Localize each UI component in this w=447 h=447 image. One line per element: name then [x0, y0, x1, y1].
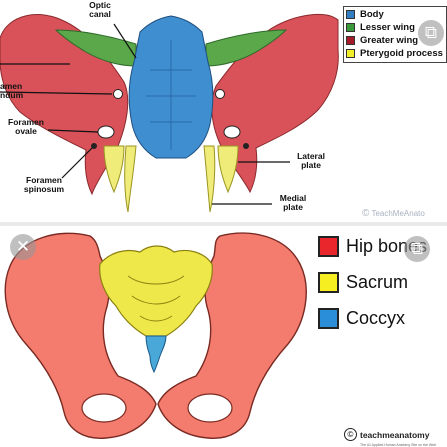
label-foramen-rotundum: amen ndum	[0, 81, 24, 100]
foramen-ovale-right	[223, 125, 241, 139]
pterygoid-right-medial	[203, 145, 216, 213]
coccyx	[145, 335, 167, 374]
pterygoid-left-medial	[124, 145, 137, 213]
legend-swatch-sacrum	[318, 271, 339, 293]
obturator-foramen-right	[187, 393, 233, 423]
label-foramen-ovale: Foramen ovale	[8, 117, 44, 136]
pterygoid-right-lateral	[217, 145, 239, 194]
leader-lines	[0, 23, 290, 205]
foramen-rotundum-left	[113, 89, 123, 99]
sphenoid-bone-illustration	[0, 14, 339, 213]
sphenoid-diagram: Optic canal amen ndum Foramen ovale Fora…	[0, 0, 447, 222]
label-medial-plate: Medial plate	[279, 193, 307, 212]
watermark-teachmeanatomy: © TeachMeAnato	[362, 208, 425, 219]
foramen-spinosum-right	[243, 143, 249, 149]
pelvis-illustration	[4, 232, 307, 439]
copyright-icon: ©	[344, 428, 357, 442]
legend-swatch-greater-wing	[346, 36, 355, 45]
legend-item-pterygoid: Pterygoid process	[346, 47, 446, 60]
foramen-rotundum-right	[215, 89, 225, 99]
sacrum	[99, 245, 213, 337]
lesser-wing-right	[205, 29, 288, 67]
legend-item-sacrum: Sacrum	[318, 264, 427, 300]
copyright-icon: ©	[362, 208, 370, 219]
obturator-foramen-left	[81, 393, 127, 423]
foramen-spinosum-left	[91, 143, 97, 149]
label-lateral-plate: Lateral plate	[297, 151, 325, 170]
share-button-bottom[interactable]: ⧉	[404, 236, 430, 262]
foramen-ovale-left	[97, 125, 115, 139]
pelvis-legend: Hip bones Sacrum Coccyx	[318, 228, 427, 336]
legend-swatch-pterygoid	[346, 49, 355, 58]
panel-divider	[0, 222, 447, 226]
label-foramen-spinosum: Foramen spinosum	[23, 175, 65, 194]
credit-teachmeanatomy: ©teachmeanatomy The #1 Applied Human Ana…	[344, 426, 436, 447]
legend-item-body: Body	[346, 8, 446, 21]
legend-swatch-body	[346, 10, 355, 19]
pelvis-diagram: Hip bones Sacrum Coccyx ✕ ⧉ ©teachmeanat…	[0, 226, 447, 447]
legend-swatch-hip-bones	[318, 235, 339, 257]
close-button[interactable]: ✕	[10, 234, 36, 260]
legend-item-lesser-wing: Lesser wing	[346, 21, 446, 34]
share-button-top[interactable]: ⧉	[418, 20, 444, 46]
legend-item-coccyx: Coccyx	[318, 300, 427, 336]
legend-item-greater-wing: Greater wing	[346, 34, 446, 47]
pterygoid-left-lateral	[103, 145, 125, 194]
legend-swatch-coccyx	[318, 307, 339, 329]
lesser-wing-left	[54, 29, 137, 67]
label-optic-canal: Optic canal	[89, 0, 111, 19]
legend-swatch-lesser-wing	[346, 23, 355, 32]
